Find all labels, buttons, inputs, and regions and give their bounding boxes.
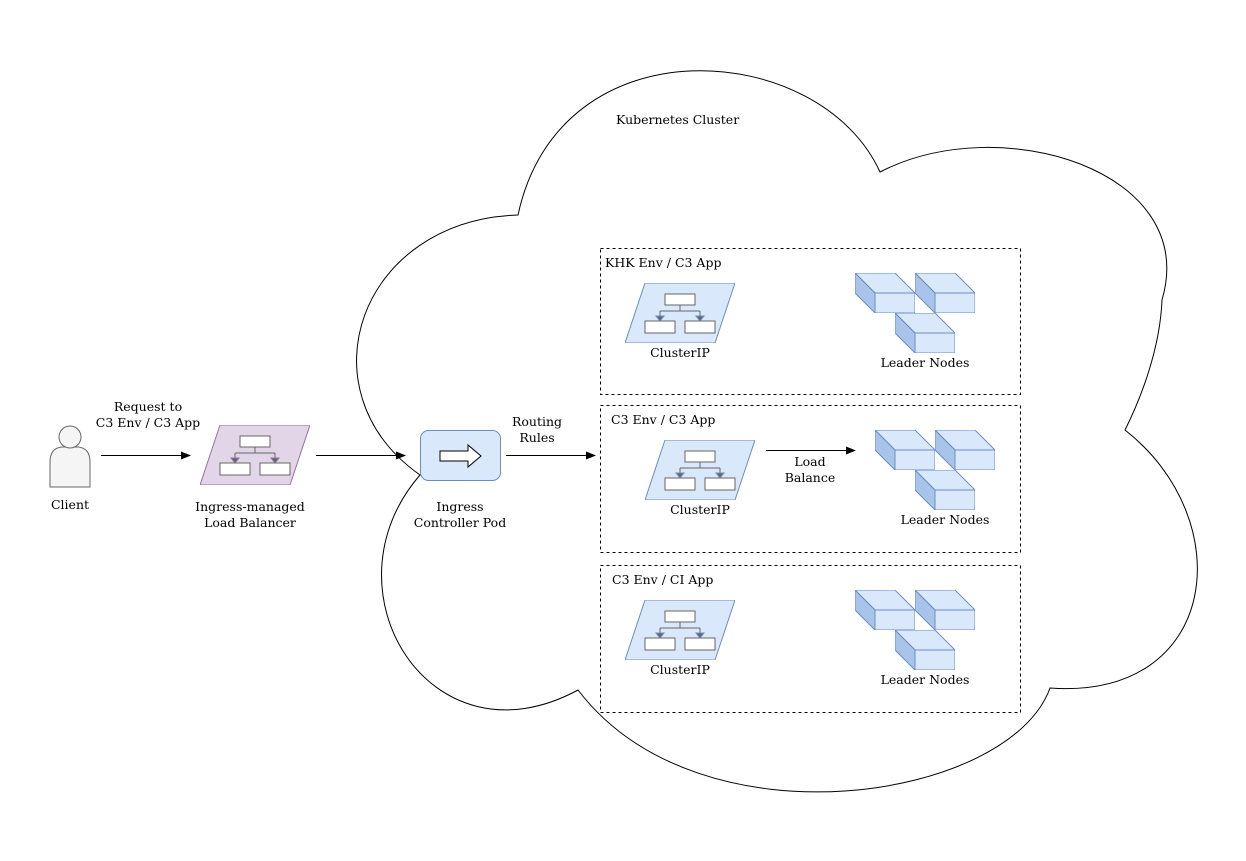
- load-balancer-label-line1: Ingress-managed: [195, 499, 305, 514]
- group-box-c3-env-c3-app: [600, 405, 1021, 553]
- clusterip-label: ClusterIP: [650, 345, 710, 360]
- load-balance-line2: Balance: [784, 470, 836, 485]
- clusterip-label: ClusterIP: [670, 502, 730, 517]
- clusterip-icon: [625, 283, 735, 343]
- arrow-right-icon: [439, 443, 482, 469]
- routing-rules-line2: Rules: [519, 430, 555, 445]
- ingress-label-line1: Ingress: [436, 499, 484, 514]
- kubernetes-cluster-cloud: [356, 70, 1198, 793]
- group-title: KHK Env / C3 App: [605, 255, 722, 270]
- clusterip-label: ClusterIP: [650, 662, 710, 677]
- leader-nodes-label: Leader Nodes: [880, 672, 970, 687]
- group-box-c3-env-ci-app: [600, 565, 1021, 713]
- load-balancer-label-line2: Load Balancer: [204, 515, 296, 530]
- routing-rules-line1: Routing: [511, 414, 563, 429]
- ingress-label: Ingress Controller Pod: [400, 499, 520, 531]
- clusterip-icon: [625, 600, 735, 660]
- group-box-khk-env: [600, 248, 1021, 395]
- client-label: Client: [50, 497, 90, 512]
- group-title: C3 Env / CI App: [612, 572, 714, 587]
- clusterip-icon: [645, 440, 755, 500]
- load-balancer-icon: [200, 425, 310, 485]
- load-balance-line1: Load: [794, 454, 826, 469]
- ingress-controller-pod: [420, 430, 501, 481]
- request-label: Request to C3 Env / C3 App: [88, 399, 208, 431]
- leader-nodes-label: Leader Nodes: [880, 355, 970, 370]
- user-icon: [49, 425, 91, 488]
- request-label-line2: C3 Env / C3 App: [95, 415, 201, 430]
- ingress-label-line2: Controller Pod: [413, 515, 507, 530]
- load-balancer-label: Ingress-managed Load Balancer: [185, 499, 315, 531]
- cluster-title: Kubernetes Cluster: [616, 112, 740, 127]
- leader-nodes-label: Leader Nodes: [900, 512, 990, 527]
- group-title: C3 Env / C3 App: [611, 412, 716, 427]
- request-label-line1: Request to: [113, 399, 183, 414]
- routing-rules-label: Routing Rules: [497, 414, 577, 446]
- load-balance-label: Load Balance: [775, 454, 845, 486]
